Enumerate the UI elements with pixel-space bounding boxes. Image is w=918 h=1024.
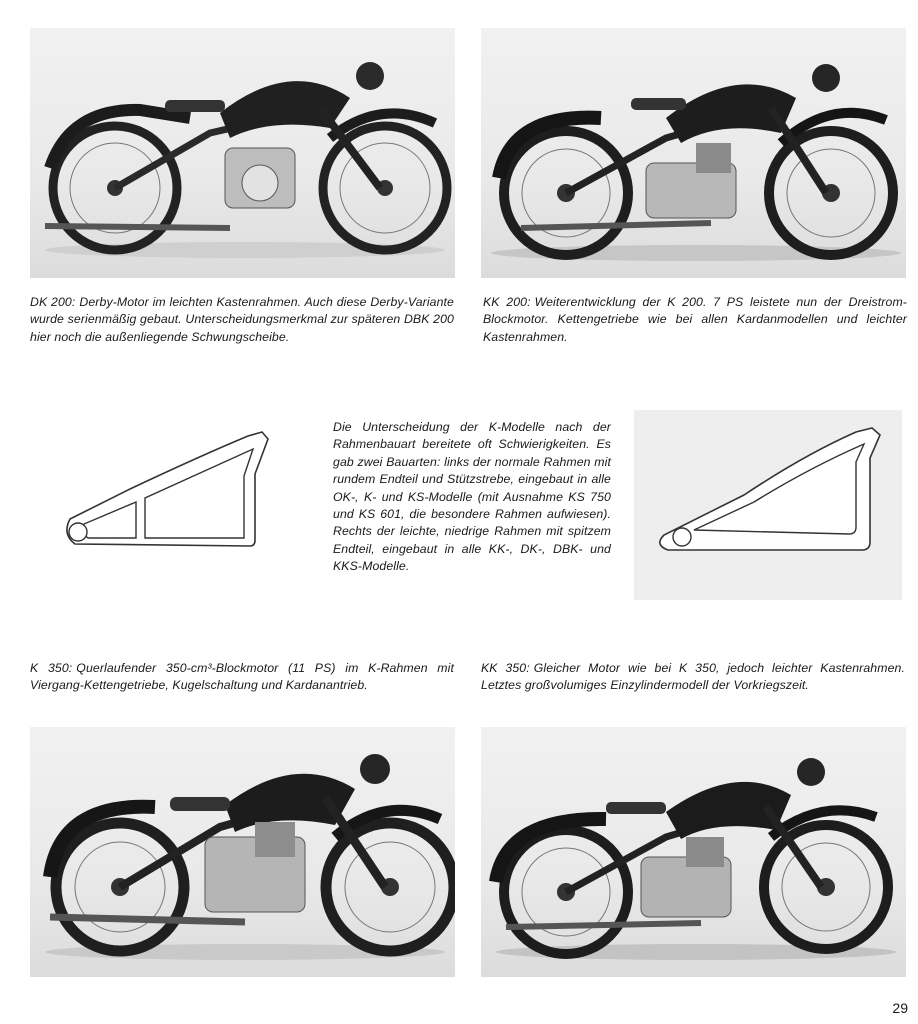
- caption-kk200: KK 200:Weiterentwicklung der K 200. 7 PS…: [483, 294, 907, 346]
- motorcycle-illustration-kk200: [491, 64, 901, 261]
- frame-diagram-light: [634, 410, 902, 600]
- caption-k350-text: Querlaufender 350-cm³-Blockmotor (11 PS)…: [30, 661, 454, 693]
- caption-dk200: DK 200:Derby-Motor im leichten Kastenrah…: [30, 294, 454, 346]
- normal-frame-drawing: [66, 431, 269, 547]
- motorcycle-illustration-k350: [43, 754, 455, 960]
- frame-explanation-text: Die Unterscheidung der K-Modelle nach de…: [333, 419, 611, 576]
- motorcycle-illustration-kk350: [489, 758, 896, 960]
- photo-kk200-motorcycle: [481, 28, 906, 278]
- photo-dk200-motorcycle: [30, 28, 455, 278]
- caption-kk350-label: KK 350:: [481, 661, 530, 675]
- caption-k350-label: K 350:: [30, 661, 73, 675]
- frame-explanation-body: Die Unterscheidung der K-Modelle nach de…: [333, 420, 611, 574]
- caption-k350: K 350:Querlaufender 350-cm³-Blockmotor (…: [30, 660, 454, 695]
- caption-kk350: KK 350:Gleicher Motor wie bei K 350, jed…: [481, 660, 905, 695]
- photo-kk350-motorcycle: [481, 727, 906, 977]
- caption-dk200-text: Derby-Motor im leichten Kastenrahmen. Au…: [30, 295, 454, 344]
- light-frame-drawing: [659, 427, 881, 551]
- frame-diagram-normal: [50, 424, 322, 574]
- caption-dk200-label: DK 200:: [30, 295, 76, 309]
- motorcycle-illustration-dk200: [44, 62, 452, 258]
- page-number: 29: [892, 1000, 908, 1016]
- caption-kk200-text: Weiterentwicklung der K 200. 7 PS leiste…: [483, 295, 907, 344]
- caption-kk350-text: Gleicher Motor wie bei K 350, jedoch lei…: [481, 661, 905, 693]
- caption-kk200-label: KK 200:: [483, 295, 531, 309]
- photo-k350-motorcycle: [30, 727, 455, 977]
